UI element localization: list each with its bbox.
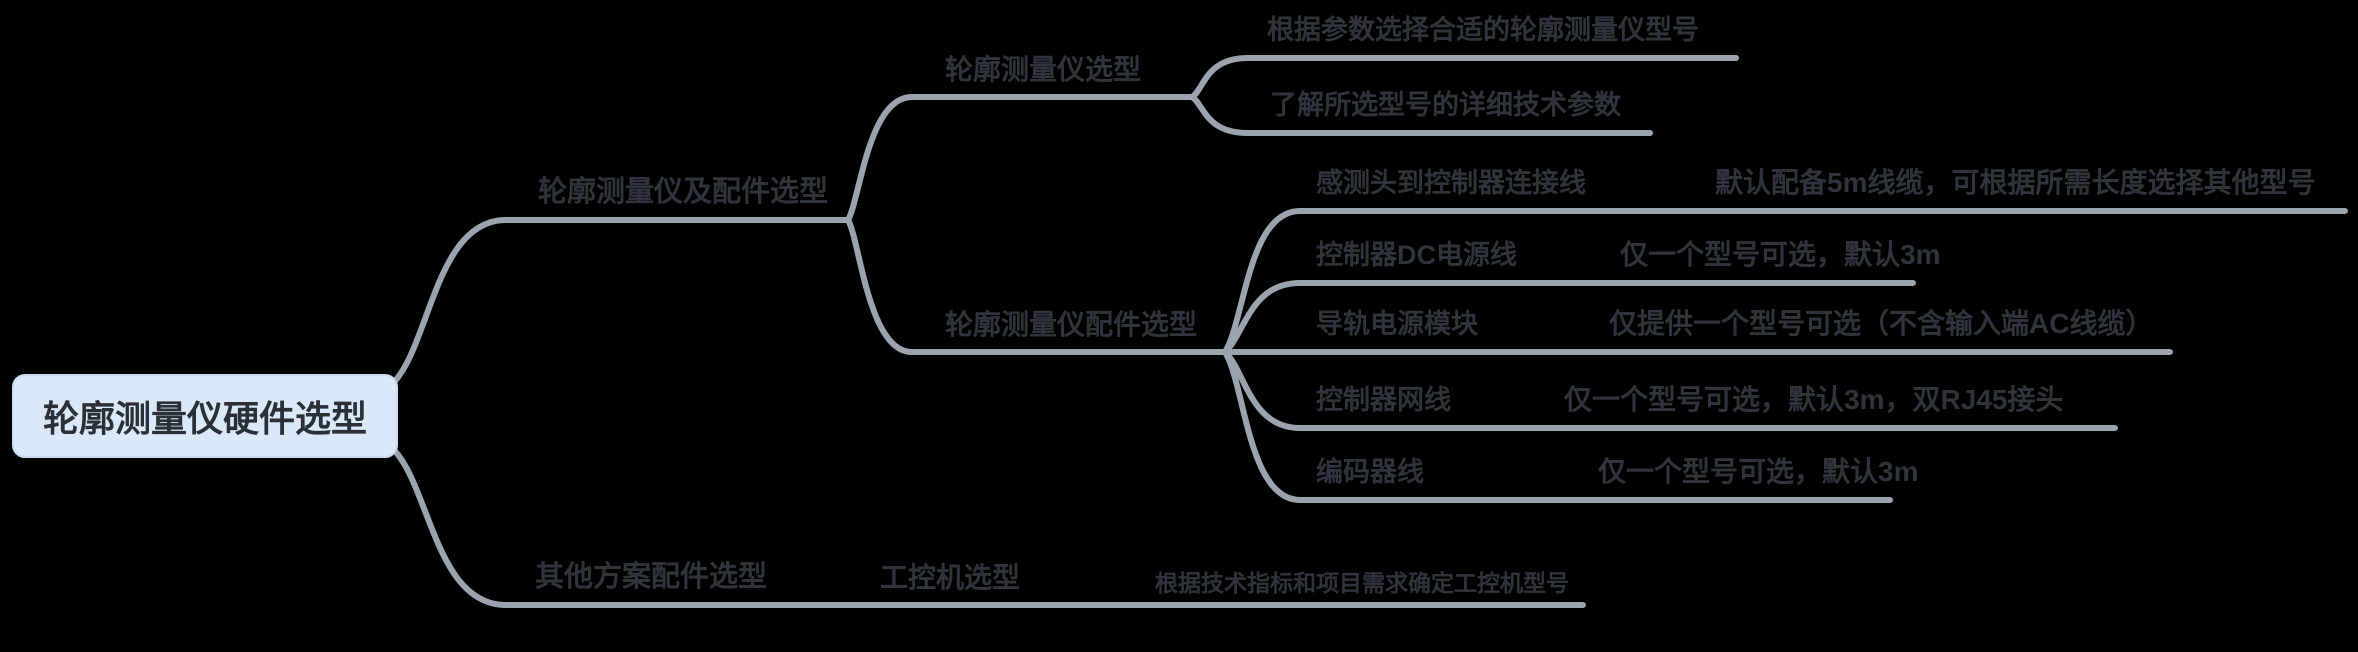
note-controller-ethernet-cable[interactable]: 仅一个型号可选，默认3m，双RJ45接头 [1564, 384, 2064, 415]
edge-device-to-selection [845, 94, 1195, 223]
leaf-selection-by-parameters[interactable]: 根据参数选择合适的轮廓测量仪型号 [1267, 15, 1699, 45]
node-ipc-selection[interactable]: 工控机选型 [880, 562, 1021, 593]
node-din-rail-power-module[interactable]: 导轨电源模块 [1316, 309, 1478, 339]
leaf-review-specs[interactable]: 了解所选型号的详细技术参数 [1270, 90, 1621, 120]
node-sensor-cable[interactable]: 感测头到控制器连接线 [1316, 168, 1586, 198]
edge-accessories-to-item-1 [1222, 208, 2348, 355]
edge-root-to-other-branch [391, 447, 1586, 608]
note-encoder-cable[interactable]: 仅一个型号可选，默认3m [1598, 456, 1919, 487]
note-dc-power-cable[interactable]: 仅一个型号可选，默认3m [1620, 239, 1941, 270]
root-node[interactable]: 轮廓测量仪硬件选型 [12, 374, 398, 458]
edge-root-to-device-branch [391, 217, 851, 385]
node-device-branch[interactable]: 轮廓测量仪及配件选型 [538, 176, 829, 208]
node-other-branch[interactable]: 其他方案配件选型 [535, 561, 768, 593]
node-profiler-selection[interactable]: 轮廓测量仪选型 [945, 54, 1142, 85]
edge-accessories-to-item-5 [1222, 349, 1893, 503]
note-din-rail-power-module[interactable]: 仅提供一个型号可选（不含输入端AC线缆） [1609, 308, 2154, 339]
edge-device-to-accessories [845, 217, 1228, 355]
node-encoder-cable[interactable]: 编码器线 [1316, 457, 1424, 487]
node-dc-power-cable[interactable]: 控制器DC电源线 [1316, 240, 1517, 270]
edge-selection-to-leaf-1 [1189, 55, 1739, 100]
note-sensor-cable[interactable]: 默认配备5m线缆，可根据所需长度选择其他型号 [1715, 167, 2316, 198]
node-controller-ethernet-cable[interactable]: 控制器网线 [1316, 385, 1451, 415]
edge-accessories-to-item-2 [1222, 280, 1916, 355]
leaf-ipc-model-by-requirements[interactable]: 根据技术指标和项目需求确定工控机型号 [1155, 570, 1569, 596]
node-accessories-selection[interactable]: 轮廓测量仪配件选型 [945, 309, 1198, 340]
edge-selection-to-leaf-2 [1189, 94, 1653, 136]
